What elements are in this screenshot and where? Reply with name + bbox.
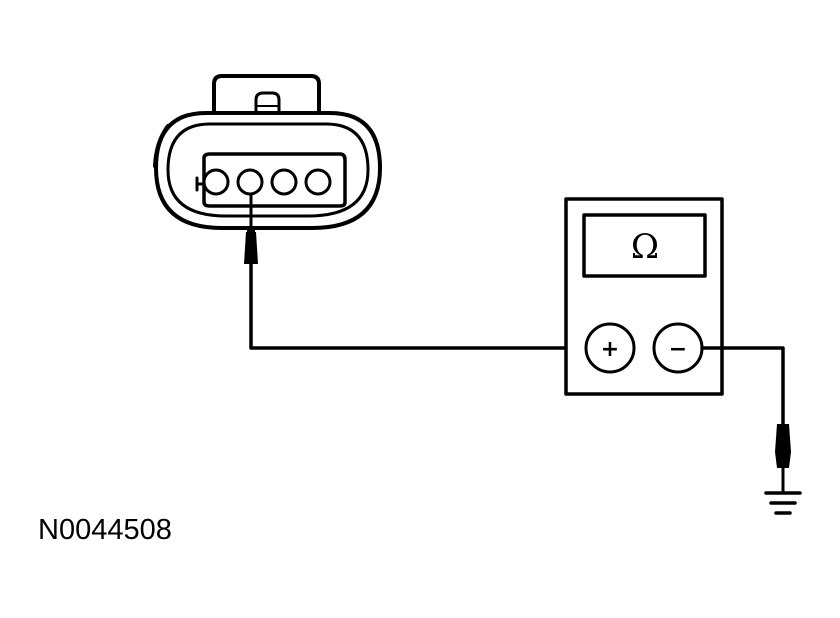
figure-id-label: N0044508 [38, 514, 172, 546]
ground-probe-icon [775, 424, 791, 494]
negative-terminal-label: − [669, 337, 687, 362]
connector-pin-4 [304, 168, 332, 196]
multimeter-display [582, 213, 707, 278]
test-probe-icon [244, 194, 258, 264]
connector-pin-3 [270, 168, 298, 196]
positive-terminal-label: + [601, 337, 619, 362]
connector-pin-1 [202, 168, 230, 196]
ground-symbol-icon [764, 491, 802, 515]
positive-terminal [584, 322, 636, 374]
test-lead-positive [249, 260, 588, 350]
connector-pin-2 [236, 168, 264, 196]
multimeter: Ω + − [564, 197, 724, 396]
connector-pins [202, 168, 332, 196]
test-lead-negative [700, 346, 785, 426]
connector [153, 74, 382, 230]
ohm-symbol: Ω [631, 227, 659, 267]
